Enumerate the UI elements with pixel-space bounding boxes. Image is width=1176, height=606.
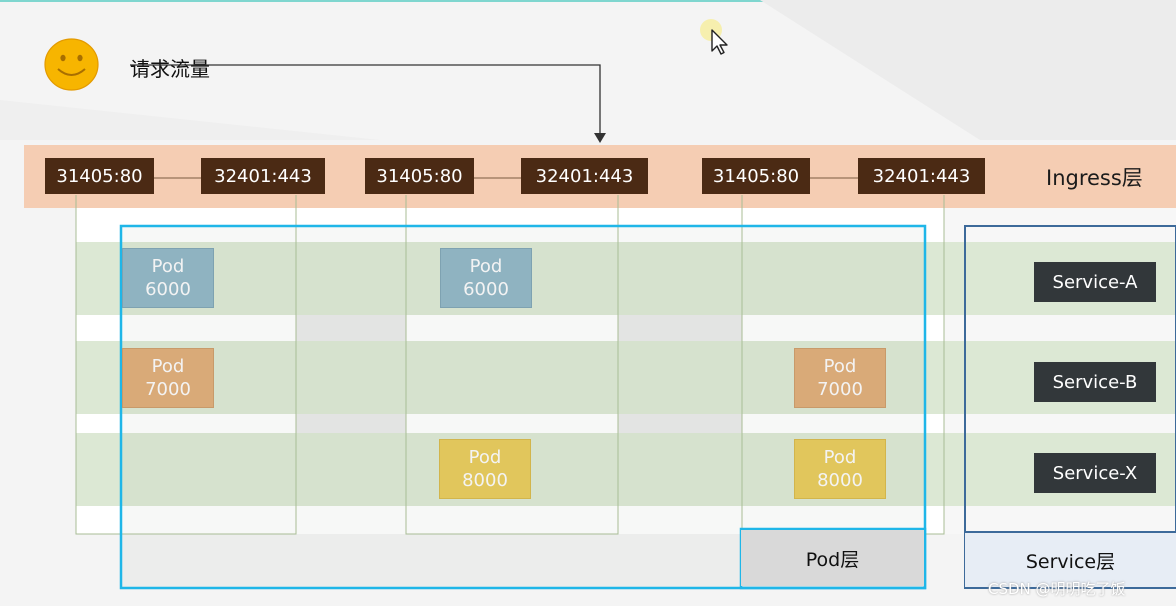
pod-label: Pod: [469, 256, 503, 277]
request-traffic-label: 请求流量: [130, 57, 210, 81]
smiley-face-icon: [44, 38, 99, 91]
service-b-box[interactable]: Service-B: [1034, 362, 1156, 402]
ingress-layer-label: Ingress层: [1046, 166, 1143, 190]
pod-layer-frame: [119, 224, 927, 590]
ingress-port-2[interactable]: 32401:443: [201, 158, 325, 194]
service-x-box[interactable]: Service-X: [1034, 453, 1156, 493]
ingress-port-3[interactable]: 31405:80: [365, 158, 474, 194]
pod-port: 6000: [463, 279, 509, 300]
ingress-port-1[interactable]: 31405:80: [45, 158, 154, 194]
pod-port: 7000: [817, 379, 863, 400]
pod-8000-col2[interactable]: Pod 8000: [439, 439, 531, 499]
row-band-b: [76, 341, 1176, 414]
service-layer-frame: [964, 225, 1176, 589]
service-a-box[interactable]: Service-A: [1034, 262, 1156, 302]
pod-port: 8000: [462, 470, 508, 491]
pod-port: 6000: [145, 279, 191, 300]
pod-7000-col3[interactable]: Pod 7000: [794, 348, 886, 408]
pod-label: Pod: [151, 256, 185, 277]
ingress-port-6[interactable]: 32401:443: [858, 158, 985, 194]
csdn-watermark: CSDN @明明吃了饭: [988, 580, 1126, 598]
pod-label: Pod: [823, 447, 857, 468]
ingress-port-4[interactable]: 32401:443: [521, 158, 648, 194]
service-layer-label: Service层: [965, 533, 1176, 587]
mouse-pointer-icon: [700, 19, 728, 55]
pod-6000-col1[interactable]: Pod 6000: [122, 248, 214, 308]
pod-label: Pod: [151, 356, 185, 377]
ingress-port-5[interactable]: 31405:80: [702, 158, 810, 194]
row-band-a: [76, 242, 1176, 315]
pod-layer-label: Pod层: [741, 530, 924, 586]
pod-6000-col2[interactable]: Pod 6000: [440, 248, 532, 308]
pod-label: Pod: [823, 356, 857, 377]
pod-port: 7000: [145, 379, 191, 400]
top-accent-line: [0, 0, 1176, 2]
row-band-x: [76, 433, 1176, 506]
pod-port: 8000: [817, 470, 863, 491]
pod-7000-col1[interactable]: Pod 7000: [122, 348, 214, 408]
pod-label: Pod: [468, 447, 502, 468]
pod-8000-col3[interactable]: Pod 8000: [794, 439, 886, 499]
